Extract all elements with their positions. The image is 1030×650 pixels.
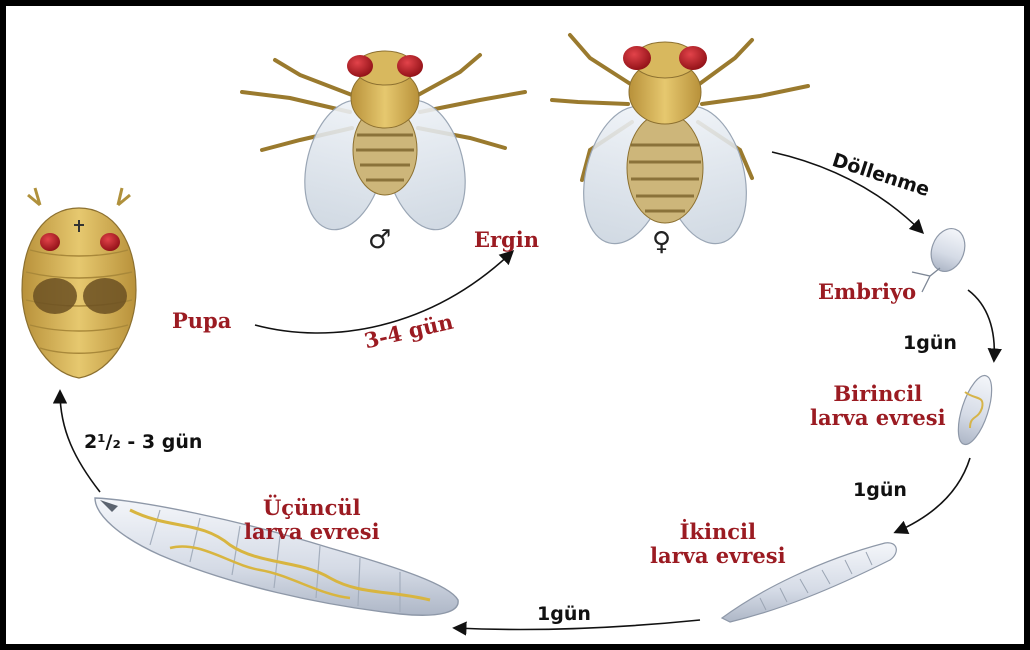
- label-first-larva-line2: larva evresi: [810, 406, 946, 430]
- pupa-icon: [22, 188, 136, 378]
- female-symbol: ♀: [652, 228, 671, 258]
- label-embryo: Embriyo: [818, 280, 916, 304]
- male-fly-icon: [242, 51, 525, 238]
- label-adult: Ergin: [474, 228, 539, 252]
- larva-icon: [952, 372, 999, 449]
- label-third-larva-line2: larva evresi: [244, 520, 380, 544]
- label-second-larva: İkincil larva evresi: [650, 520, 786, 568]
- male-symbol: ♂: [368, 226, 391, 256]
- arrow-first-to-second: [896, 458, 970, 532]
- label-third-larva: Üçüncül larva evresi: [244, 496, 380, 544]
- duration-first-to-second: 1gün: [853, 480, 907, 502]
- label-pupa: Pupa: [172, 309, 231, 333]
- duration-embryo-to-first: 1gün: [903, 333, 957, 355]
- egg-icon: [912, 224, 971, 292]
- label-second-larva-line1: İkincil: [650, 520, 786, 544]
- label-second-larva-line2: larva evresi: [650, 544, 786, 568]
- arrow-embryo-to-first: [968, 290, 994, 360]
- label-first-larva-line1: Birincil: [810, 382, 946, 406]
- label-first-larva: Birincil larva evresi: [810, 382, 946, 430]
- female-fly-icon: [552, 35, 808, 253]
- arrow-pupa-to-adult: [255, 252, 512, 333]
- duration-third-to-pupa: 2¹/₂ - 3 gün: [84, 432, 202, 454]
- label-third-larva-line1: Üçüncül: [244, 496, 380, 520]
- duration-second-to-third: 1gün: [537, 604, 591, 626]
